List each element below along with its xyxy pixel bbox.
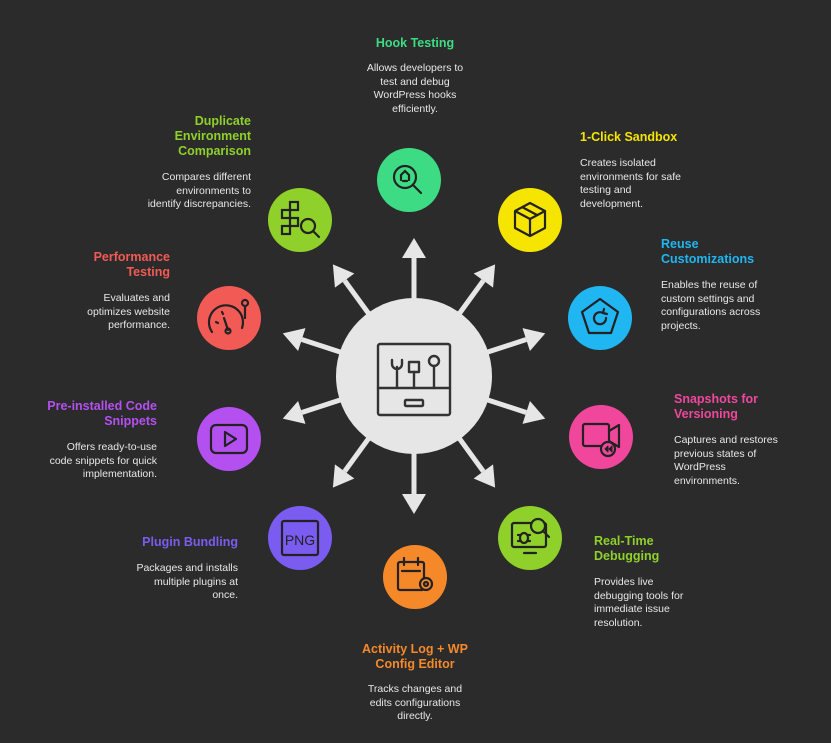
plugin-bundling-title: Plugin Bundling — [142, 535, 238, 549]
duplicate-env-circle — [268, 188, 332, 252]
duplicate-env-title: Duplicate Environment Comparison — [174, 114, 251, 158]
hook-testing-title: Hook Testing — [375, 36, 455, 50]
refresh-pentagon-icon — [580, 297, 620, 335]
label-activity-log: Activity Log + WP Config Editor Tracks c… — [330, 642, 500, 724]
arrow-head-6 — [332, 464, 355, 488]
snapshots-title: Snapshots for Versioning — [674, 392, 759, 421]
arrow-head-3 — [522, 401, 546, 424]
label-realtime: Real-Time Debugging Provides live debugg… — [594, 534, 744, 630]
label-snapshots: Snapshots for Versioning Captures and re… — [674, 392, 824, 488]
toolbox-icon — [376, 342, 452, 417]
arrow-head-9 — [332, 264, 355, 288]
plugin-bundling-desc: Packages and installs multiple plugins a… — [136, 562, 238, 601]
arrow-head-5 — [402, 494, 426, 514]
node-plugin-bundling: PNG — [268, 506, 332, 570]
label-reuse: Reuse Customizations Enables the reuse o… — [661, 237, 826, 333]
snapshots-circle — [569, 405, 633, 469]
video-camera-icon — [581, 422, 621, 458]
label-hook-testing: Hook Testing Allows developers to test a… — [340, 36, 490, 116]
node-sandbox — [498, 188, 562, 252]
performance-circle — [197, 286, 261, 350]
compare-search-icon — [280, 200, 321, 239]
node-code-snippets — [197, 407, 261, 471]
code-snippets-circle — [197, 407, 261, 471]
speedometer-icon — [207, 298, 250, 335]
snapshots-desc: Captures and restores previous states of… — [674, 434, 778, 487]
realtime-circle — [498, 506, 562, 570]
activity-log-desc: Tracks changes and edits configurations … — [367, 683, 463, 722]
node-snapshots — [569, 405, 633, 469]
arrow-head-2 — [522, 328, 546, 351]
arrow-head-0 — [402, 238, 426, 258]
arrow-head-8 — [282, 328, 306, 351]
search-code-icon — [392, 164, 423, 195]
label-duplicate-env: Duplicate Environment Comparison Compare… — [100, 114, 251, 212]
node-hook-testing — [377, 148, 441, 212]
hook-testing-desc: Allows developers to test and debug Word… — [366, 62, 464, 115]
label-plugin-bundling: Plugin Bundling Packages and installs mu… — [80, 535, 238, 603]
node-activity-log — [383, 545, 447, 609]
png-file-icon-text: PNG — [285, 532, 315, 548]
reuse-title: Reuse Customizations — [661, 237, 755, 266]
calendar-gear-icon — [396, 556, 434, 592]
sandbox-title: 1-Click Sandbox — [580, 130, 678, 144]
sandbox-desc: Creates isolated environments for safe t… — [580, 157, 681, 210]
node-duplicate-env — [268, 188, 332, 252]
label-code-snippets: Pre-installed Code Snippets Offers ready… — [20, 399, 157, 482]
activity-log-circle — [383, 545, 447, 609]
arrow-head-1 — [473, 264, 496, 288]
realtime-desc: Provides live debugging tools for immedi… — [594, 576, 684, 629]
hub — [336, 298, 492, 454]
duplicate-env-desc: Compares different environments to ident… — [147, 171, 251, 210]
arrow-head-4 — [473, 464, 496, 488]
code-snippets-title: Pre-installed Code Snippets — [47, 399, 157, 428]
bug-monitor-icon — [510, 517, 551, 555]
label-sandbox: 1-Click Sandbox Creates isolated environ… — [580, 130, 750, 211]
performance-desc: Evaluates and optimizes website performa… — [87, 292, 170, 331]
play-button-icon — [209, 423, 249, 455]
label-performance: Performance Testing Evaluates and optimi… — [40, 250, 170, 333]
reuse-circle — [568, 286, 632, 350]
realtime-title: Real-Time Debugging — [594, 534, 660, 563]
code-snippets-desc: Offers ready-to-use code snippets for qu… — [49, 441, 157, 480]
node-realtime — [498, 506, 562, 570]
box-icon — [513, 201, 547, 238]
node-performance — [197, 286, 261, 350]
reuse-desc: Enables the reuse of custom settings and… — [661, 279, 761, 332]
performance-title: Performance Testing — [93, 250, 170, 279]
png-file-icon: PNG — [280, 519, 320, 557]
activity-log-title: Activity Log + WP Config Editor — [362, 642, 468, 671]
node-reuse — [568, 286, 632, 350]
arrow-head-7 — [282, 401, 306, 424]
